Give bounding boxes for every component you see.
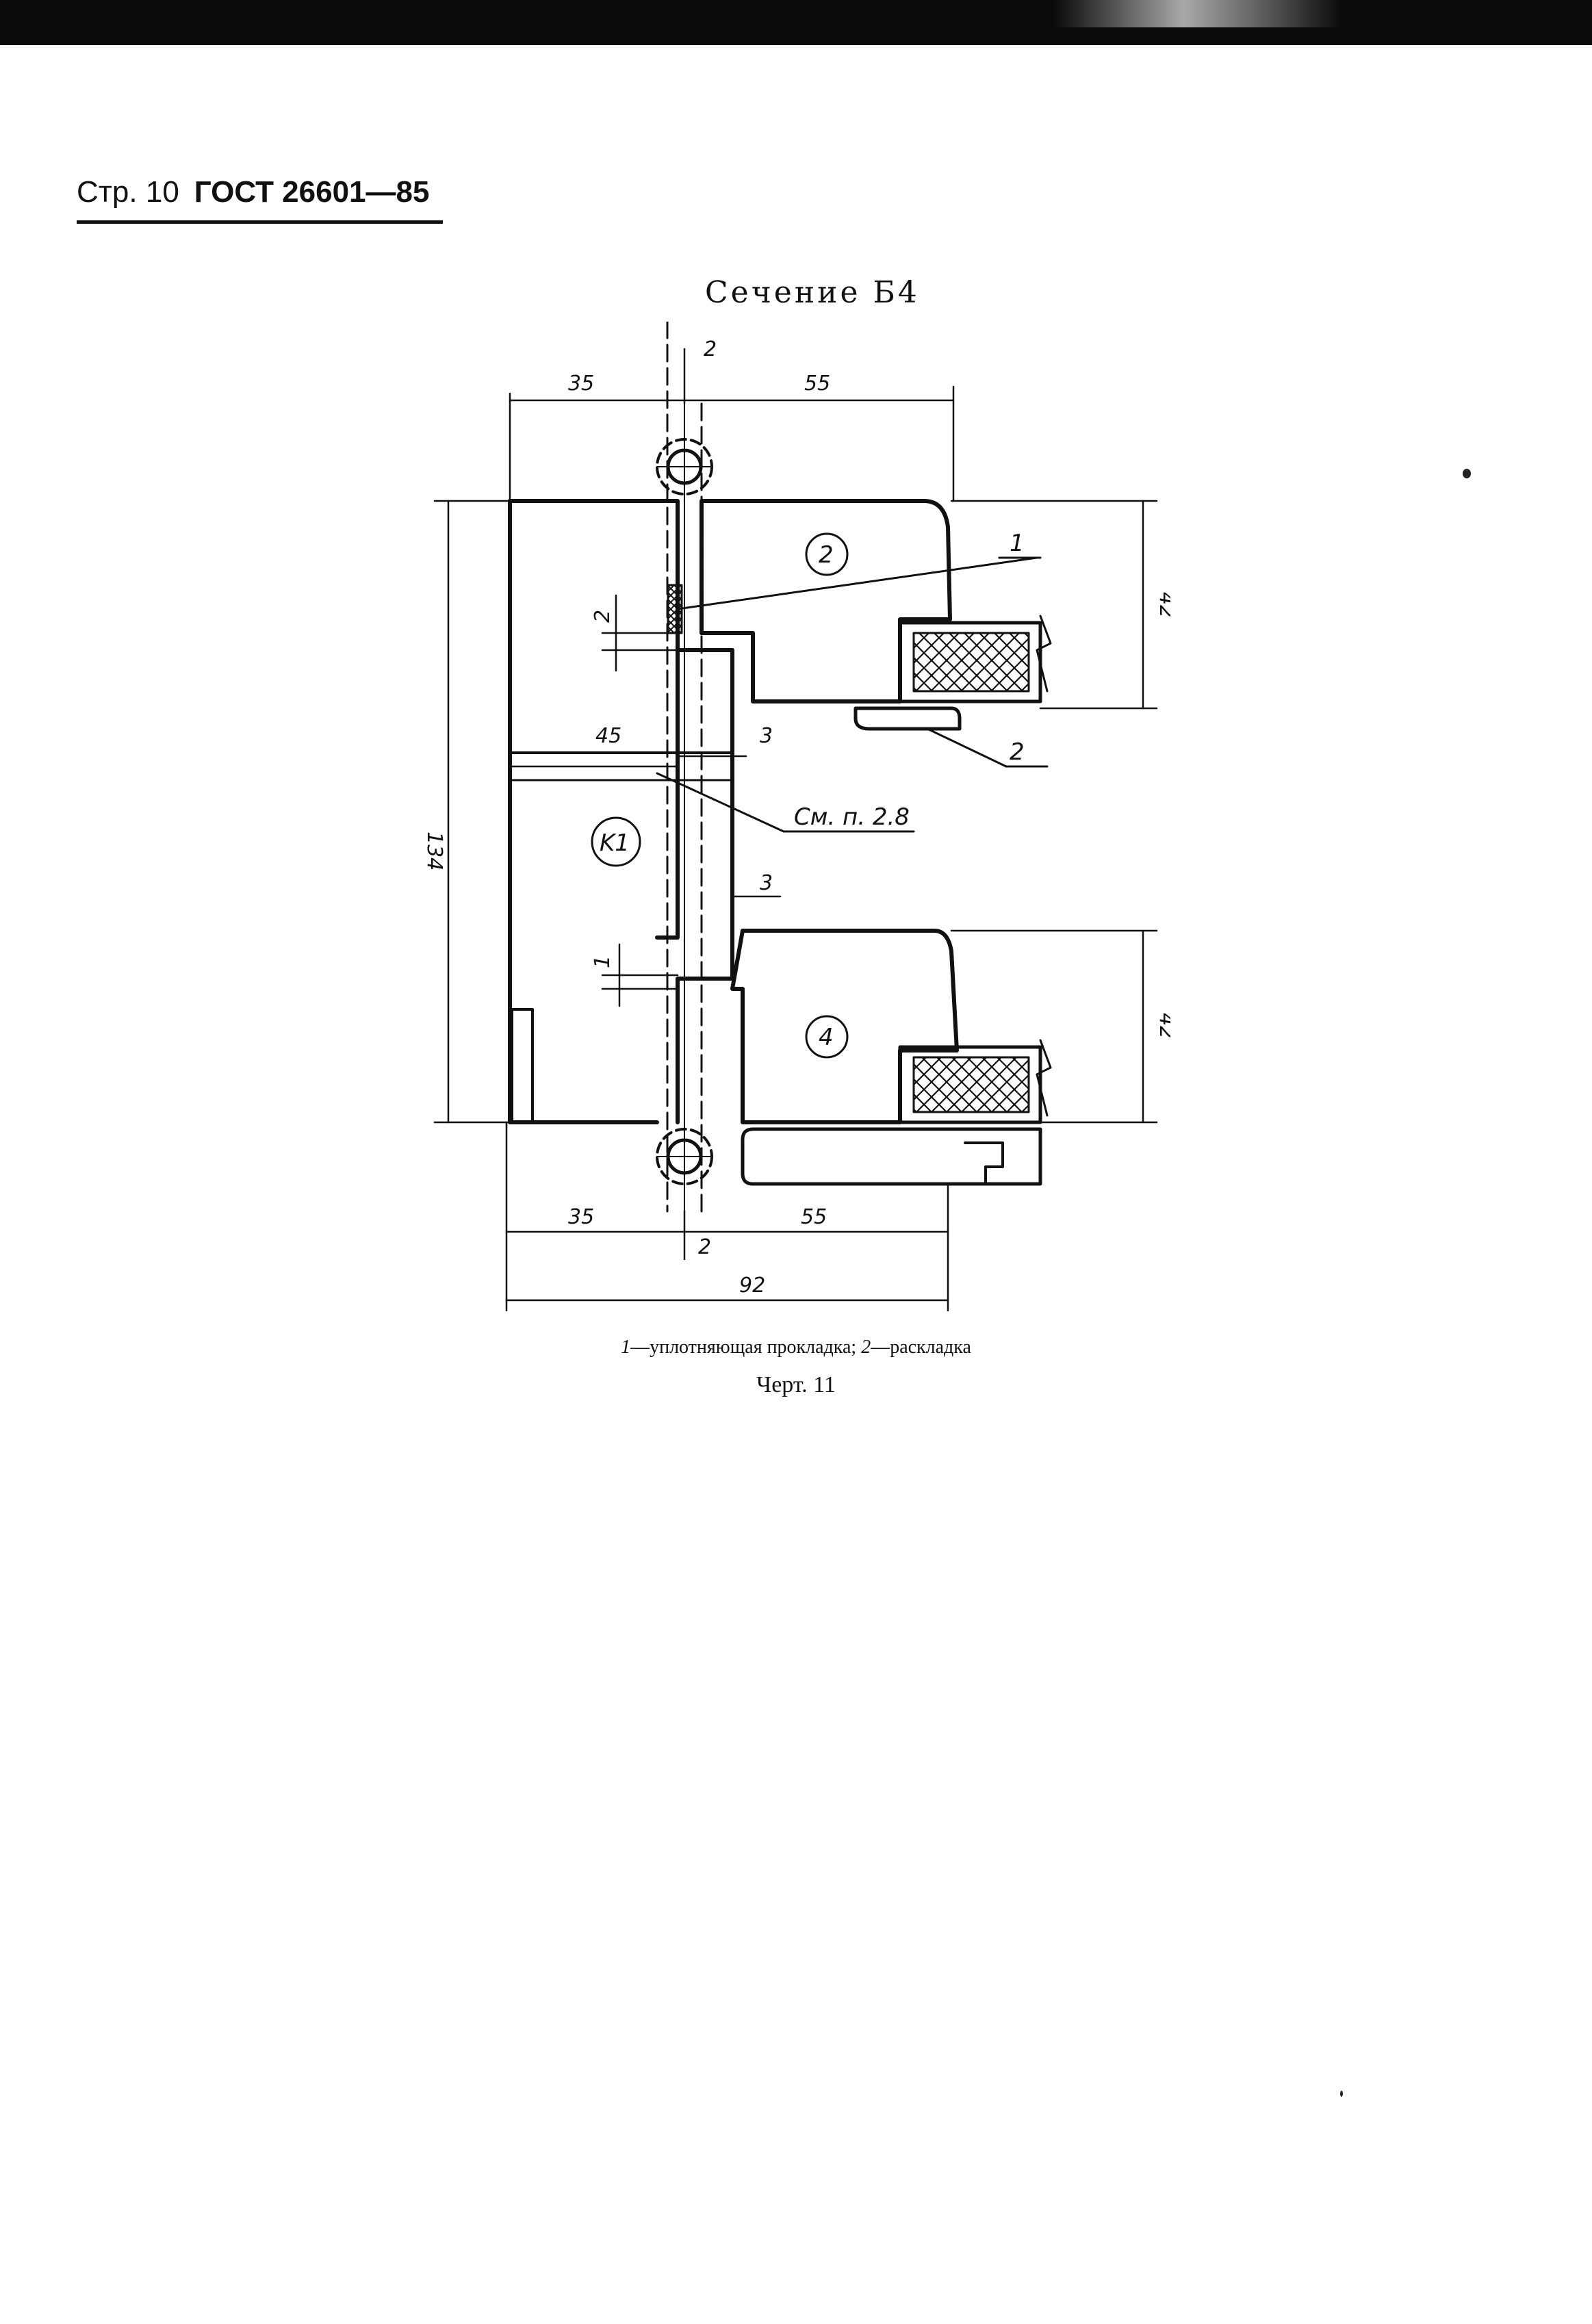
lower-insulation-hatch — [912, 1056, 1030, 1113]
scan-top-border — [0, 0, 1592, 45]
dim-top-left: 35 — [568, 372, 594, 396]
frame-nub — [511, 1008, 534, 1124]
dim-bottom — [505, 1121, 949, 1312]
caption-num-1: 1 — [621, 1337, 631, 1358]
dim-details — [509, 594, 782, 1007]
dim-lower-sash-height: 42 — [1155, 1013, 1170, 1039]
lower-glazing-bead — [741, 1127, 1042, 1186]
dim-right-heights — [950, 500, 1158, 1124]
callout-seal: 1 — [1010, 530, 1025, 557]
leader-note — [656, 772, 785, 833]
ref-sash-upper: 2 — [819, 541, 834, 569]
page-number: Стр. 10 — [77, 175, 179, 209]
dim-mid-clearance: 3 — [760, 871, 773, 895]
ref-circle-frame — [591, 816, 641, 867]
frame-rebate — [676, 648, 734, 1124]
page-header: Стр. 10 ГОСТ 26601—85 — [77, 175, 429, 222]
dim-top — [509, 348, 955, 502]
leader-strip — [926, 727, 1007, 768]
lower-glazing-break — [1036, 1039, 1052, 1117]
scan-noise-strip — [1054, 0, 1341, 27]
dim-seal-height: 2 — [591, 610, 615, 623]
dim-bottom-gap: 2 — [698, 1235, 711, 1259]
ref-frame: K1 — [600, 829, 630, 857]
dim-left-height — [433, 500, 511, 1124]
section-drawing: 35 2 55 2 45 3 3 1 134 42 42 35 2 55 92 … — [422, 322, 1170, 1312]
dim-lower-step: 1 — [591, 955, 615, 968]
dim-top-clearance: 3 — [760, 724, 773, 748]
callout-strip: 2 — [1010, 738, 1025, 766]
caption-num-2: 2 — [861, 1337, 871, 1358]
dim-top-right: 55 — [804, 372, 830, 396]
upper-sash-outline — [699, 499, 952, 703]
lower-sash-outline — [730, 929, 959, 1124]
figure-label: Черт. 11 — [756, 1372, 836, 1397]
standard-number: ГОСТ 26601—85 — [194, 175, 430, 209]
dim-frame-width: 45 — [595, 724, 621, 748]
section-title: Сечение Б4 — [705, 275, 920, 310]
upper-insulation-hatch — [912, 632, 1030, 693]
scan-speck — [1463, 469, 1471, 478]
dim-total-height: 134 — [422, 831, 446, 870]
note-reference: См. п. 2.8 — [794, 803, 910, 831]
caption-text-2: —раскладка — [871, 1337, 971, 1358]
lower-bead-clip — [964, 1141, 1004, 1185]
caption-text-1: —уплотняющая прокладка; — [630, 1337, 862, 1358]
ref-circle-sash-upper — [805, 532, 849, 576]
dim-bottom-right: 55 — [801, 1205, 827, 1229]
leader-seal — [676, 556, 1038, 610]
dim-top-gap: 2 — [704, 337, 717, 361]
ref-circle-sash-lower — [805, 1015, 849, 1059]
upper-glazing-break — [1036, 615, 1052, 693]
dim-overall: 92 — [739, 1274, 765, 1297]
frame-upper-edge — [508, 499, 680, 940]
figure-caption: 1—уплотняющая прокладка; 2—раскладка — [0, 1337, 1592, 1358]
header-underline — [77, 220, 443, 224]
upper-glazing-bead — [853, 706, 962, 731]
dim-upper-sash-height: 42 — [1155, 592, 1170, 618]
ref-sash-lower: 4 — [819, 1024, 834, 1051]
dim-bottom-left: 35 — [568, 1205, 594, 1229]
scan-speck — [1340, 2091, 1343, 2097]
